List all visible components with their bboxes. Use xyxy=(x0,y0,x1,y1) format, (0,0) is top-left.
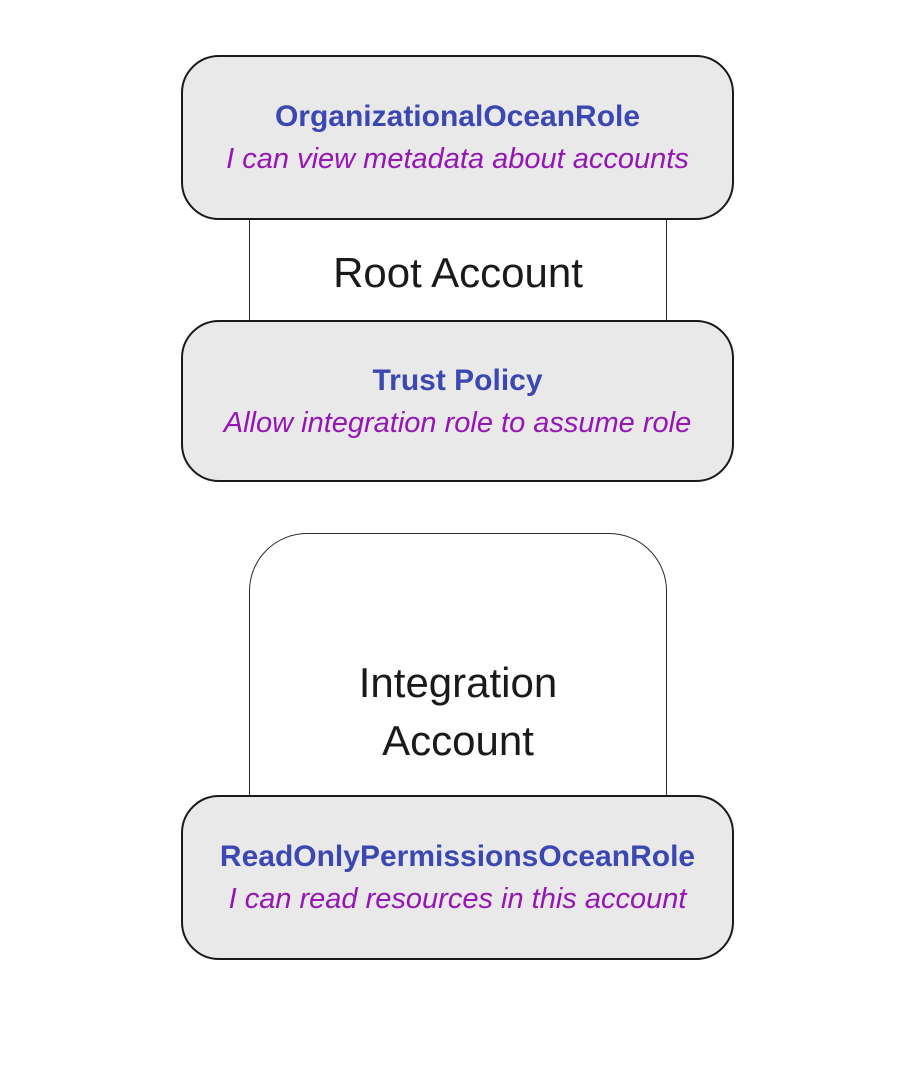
role-description: I can view metadata about accounts xyxy=(226,143,689,175)
organizational-ocean-role-node: OrganizationalOceanRole I can view metad… xyxy=(181,55,734,220)
trust-policy-node: Trust Policy Allow integration role to a… xyxy=(181,320,734,482)
readonly-permissions-ocean-role-node: ReadOnlyPermissionsOceanRole I can read … xyxy=(181,795,734,960)
role-description: I can read resources in this account xyxy=(228,883,687,915)
root-account-label: Root Account xyxy=(333,249,583,296)
policy-title: Trust Policy xyxy=(372,363,543,397)
role-title: ReadOnlyPermissionsOceanRole xyxy=(219,840,696,873)
role-title: OrganizationalOceanRole xyxy=(274,100,641,133)
integration-account-label: Integration Account xyxy=(358,659,558,764)
policy-description: Allow integration role to assume role xyxy=(223,406,692,439)
